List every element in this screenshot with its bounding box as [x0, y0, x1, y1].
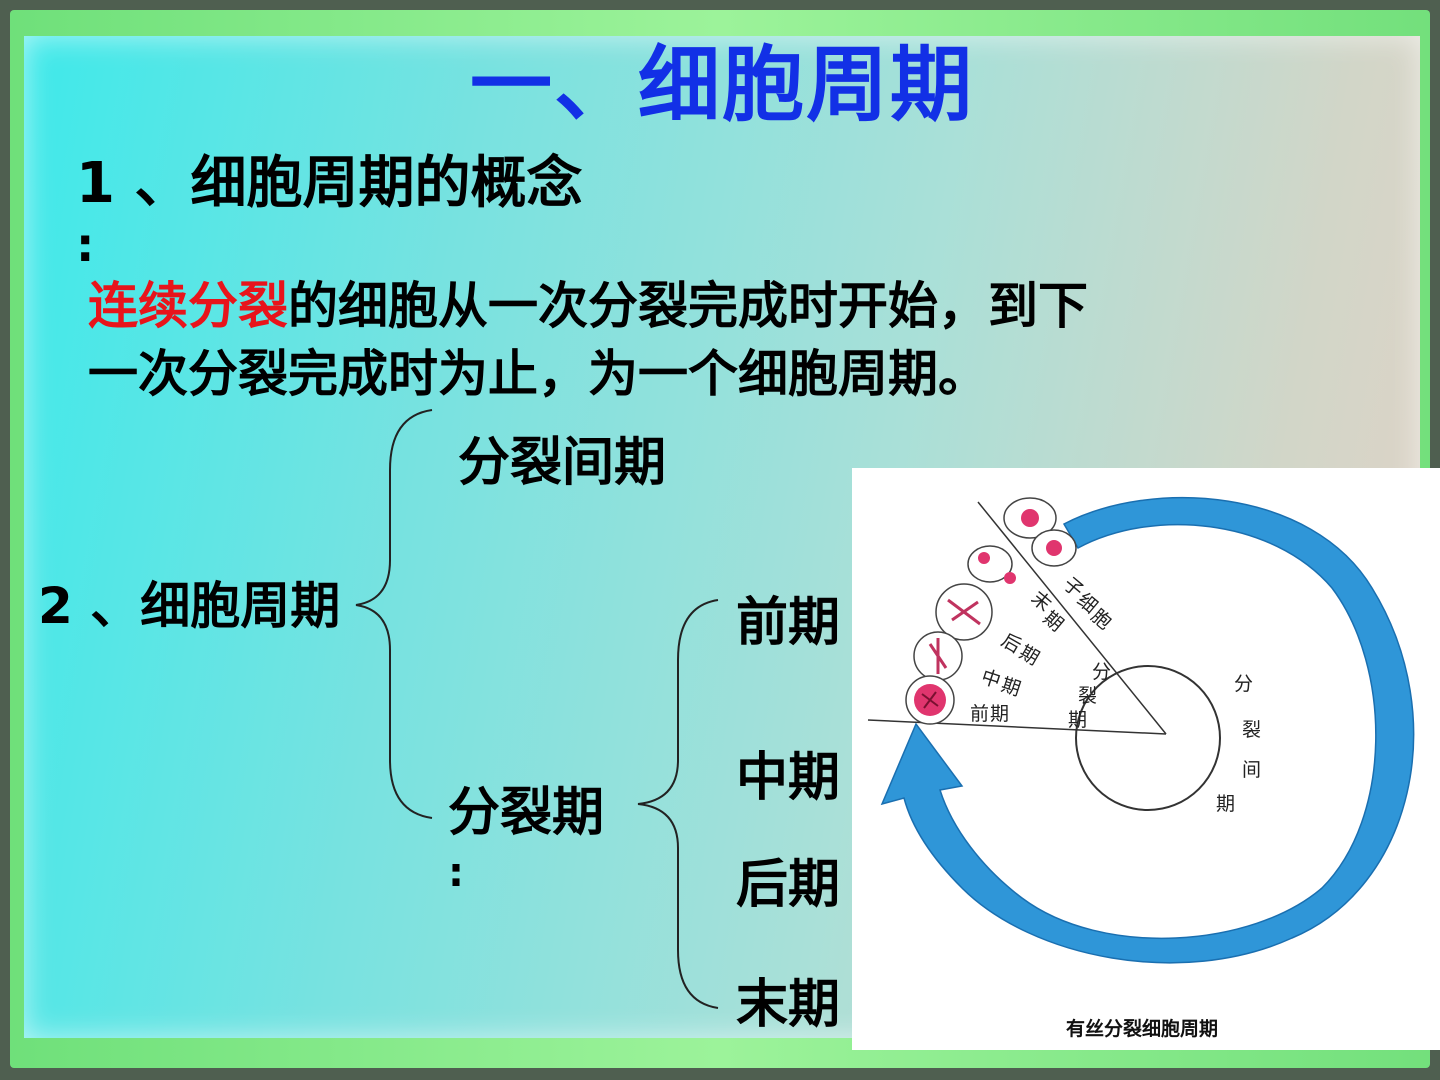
cell-daughter-1: [1003, 497, 1057, 539]
label-mitosis-2: 裂: [1078, 685, 1097, 707]
mitosis-label: 分裂期: [448, 783, 605, 843]
label-interphase-3: 间: [1242, 759, 1261, 781]
label-interphase-1: 分: [1234, 673, 1253, 695]
phase-metaphase: 中期: [736, 748, 841, 808]
definition-highlight: 连续分裂: [88, 277, 288, 335]
label-prophase-2: 期: [990, 703, 1009, 725]
cell-daughter-2: [1031, 529, 1077, 567]
inner-circle: [1075, 665, 1221, 811]
mitosis-colon: :: [448, 850, 464, 896]
outer-brace: [355, 409, 433, 819]
cell-prophase: [905, 675, 955, 725]
label-interphase-4: 期: [1216, 793, 1235, 815]
definition-line-1-rest: 的细胞从一次分裂完成时开始，到下: [288, 277, 1088, 335]
label-mitosis-1: 分: [1092, 661, 1111, 683]
slide-title: 一、细胞周期: [470, 38, 975, 133]
label-prophase-1: 前: [970, 703, 989, 725]
section1-colon: :: [76, 218, 95, 272]
label-mitosis-3: 期: [1068, 709, 1087, 731]
label-interphase-2: 裂: [1242, 719, 1261, 741]
sector-line-top: [977, 501, 1167, 735]
figure-caption: 有丝分裂细胞周期: [1066, 1018, 1219, 1040]
cell-metaphase: [913, 631, 963, 681]
definition-line-1: 连续分裂的细胞从一次分裂完成时开始，到下: [88, 266, 1088, 338]
phase-telophase: 末期: [736, 975, 841, 1035]
inner-brace: [637, 599, 719, 1009]
phase-prophase: 前期: [736, 593, 841, 653]
section2-heading: 2 、细胞周期: [38, 577, 341, 635]
phase-anaphase: 后期: [736, 855, 841, 915]
cell-cycle-diagram: 子 细 胞 末 期 后 期 中 期 前 期 分 裂 期 分 裂 间 期: [867, 496, 1415, 964]
cycle-arrow: [880, 496, 1415, 964]
sector-line-bottom: [867, 719, 1167, 735]
cell-anaphase: [935, 583, 993, 641]
cell-cycle-figure: 子 细 胞 末 期 后 期 中 期 前 期 分 裂 期 分 裂 间 期 有丝分裂…: [852, 468, 1440, 1050]
cell-telophase: [967, 545, 1016, 584]
section1-heading: 1 、细胞周期的概念: [76, 151, 583, 216]
label-metaphase-2: 期: [998, 674, 1023, 701]
definition-line-2: 一次分裂完成时为止，为一个细胞周期。: [88, 345, 988, 403]
interphase-label: 分裂间期: [458, 433, 667, 493]
